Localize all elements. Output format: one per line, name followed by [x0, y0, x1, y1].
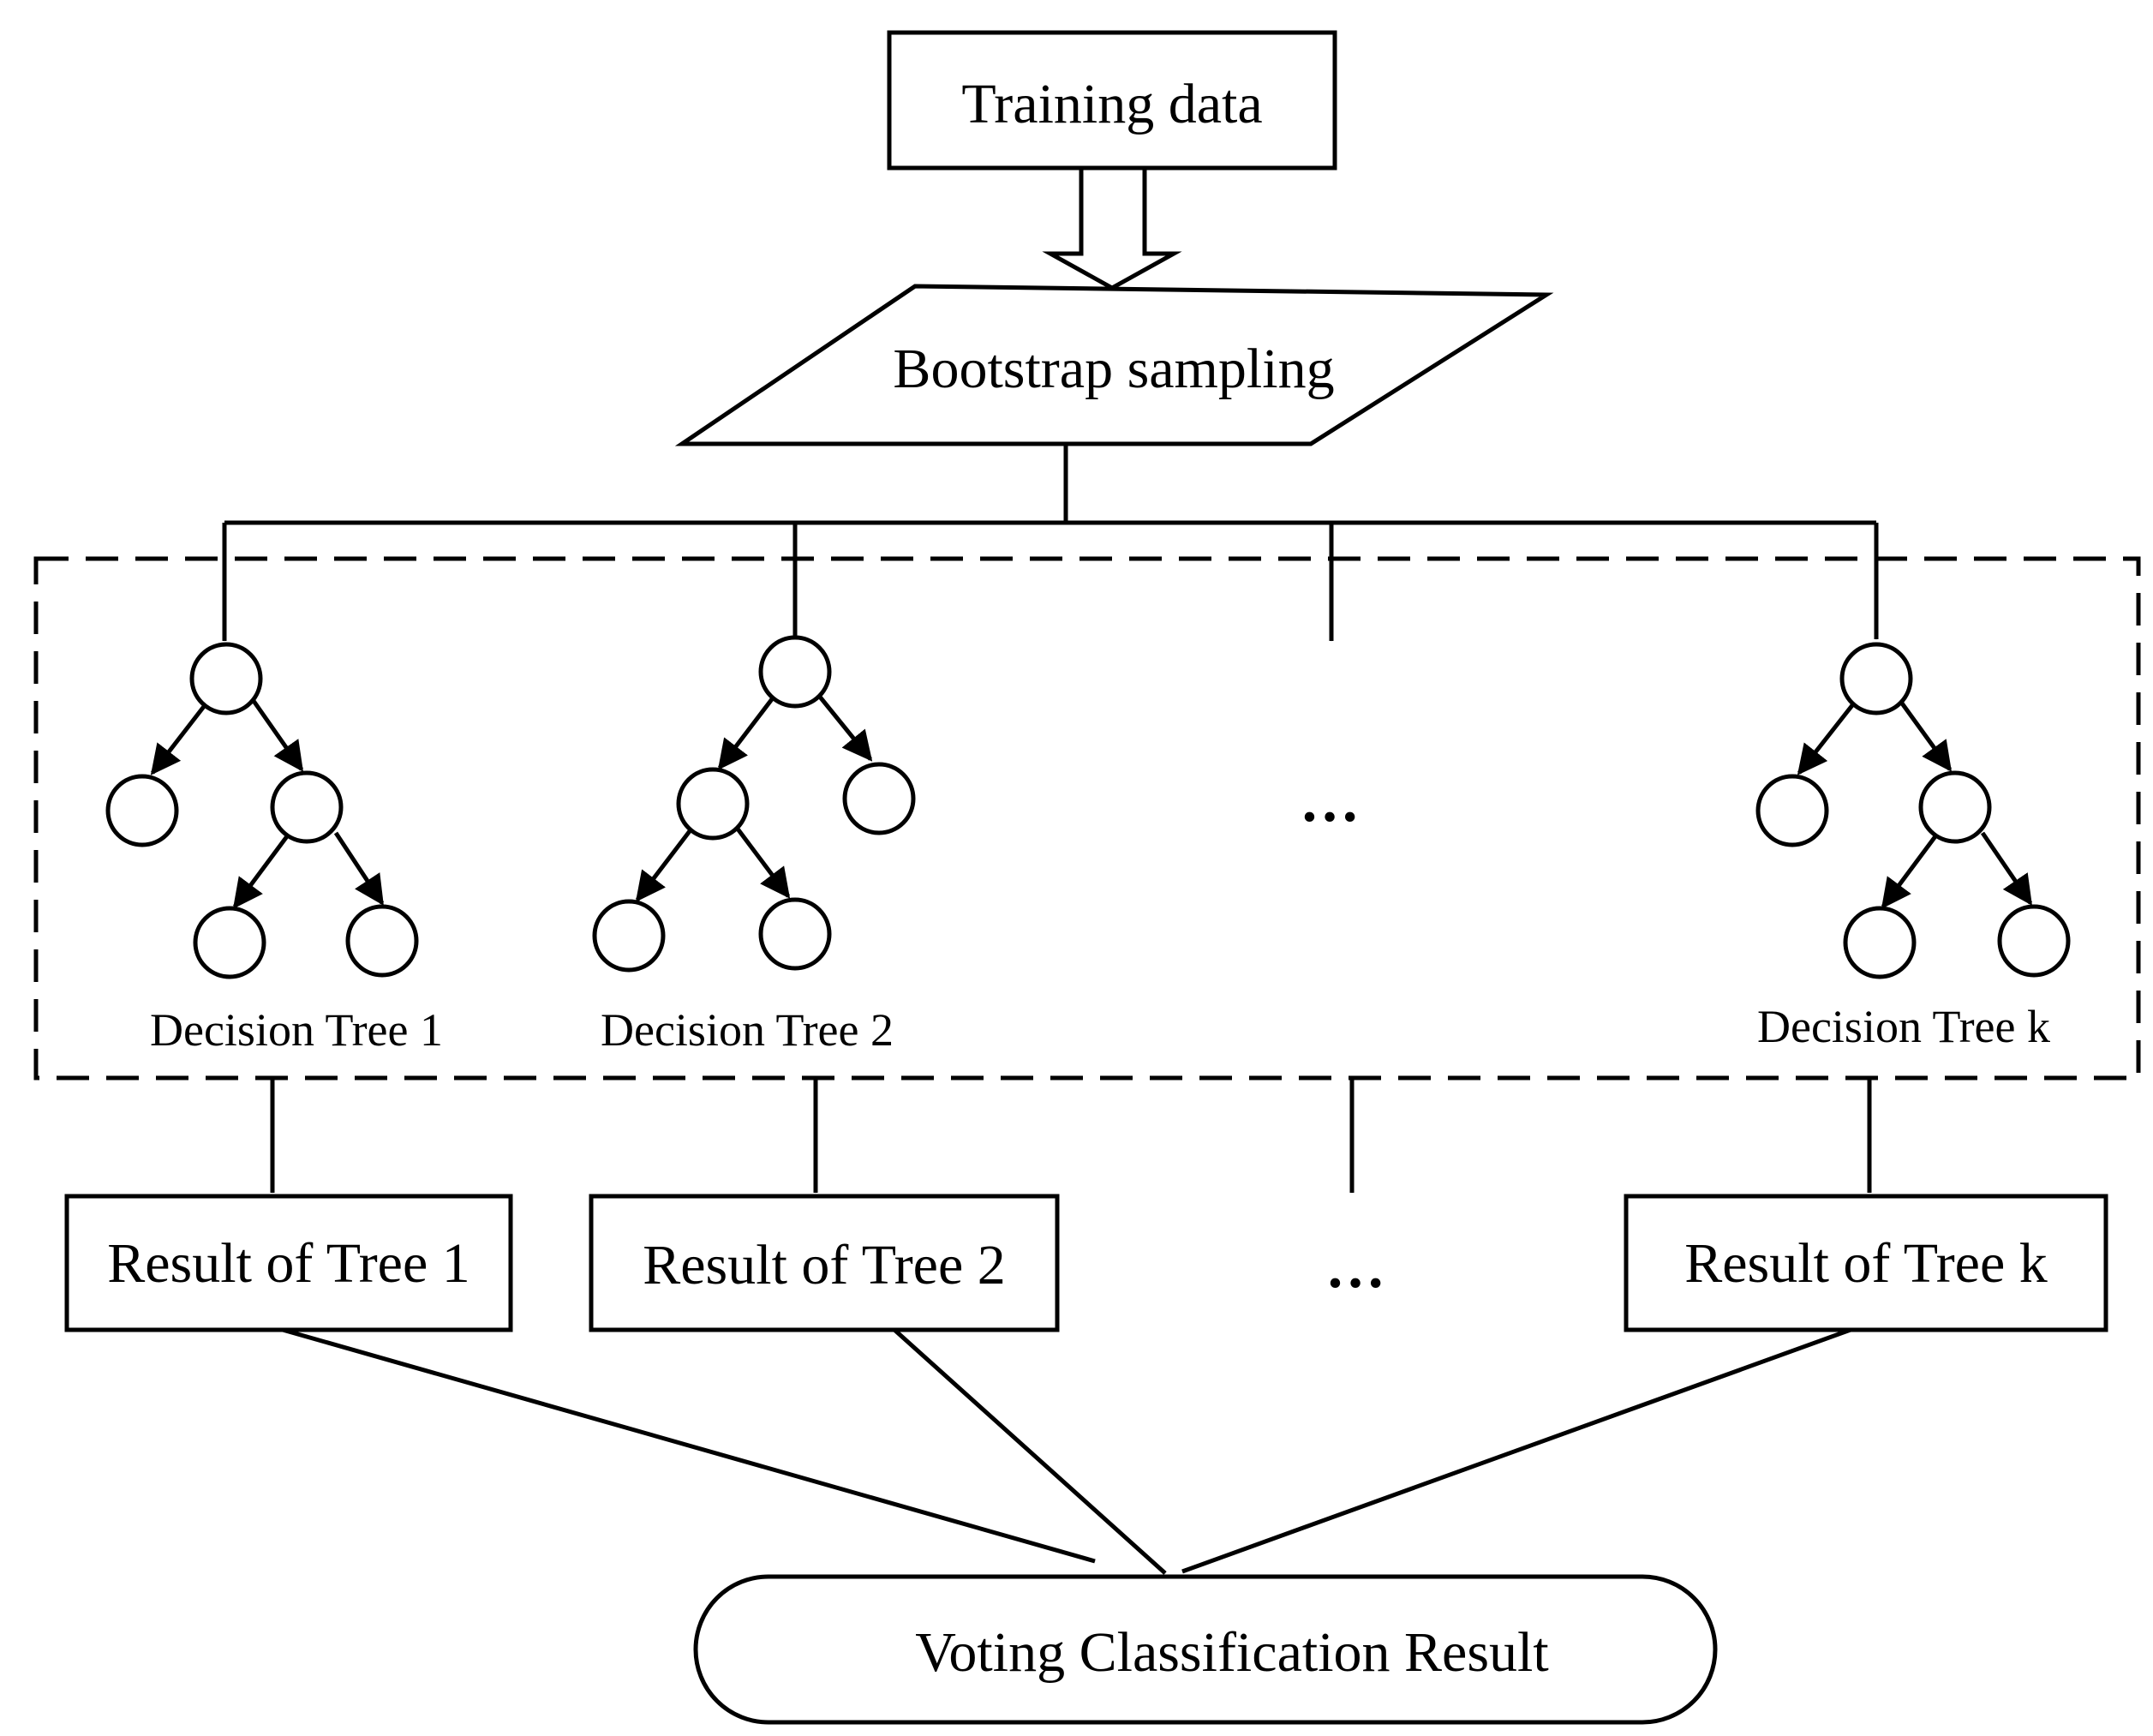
forest-container: [33, 556, 2141, 1081]
bootstrap-sampling-node: Bootstrap sampling: [674, 284, 1554, 446]
voting-arrows: [282, 1327, 1851, 1575]
decision-tree-1: Decision Tree 1: [105, 642, 443, 1056]
hollow-down-arrow: [1042, 170, 1182, 290]
training-data-node: Training data: [887, 30, 1337, 171]
decision-tree-1-label: Decision Tree 1: [150, 1004, 443, 1056]
decision-tree-2-label: Decision Tree 2: [601, 1004, 894, 1056]
results-ellipsis: …: [1325, 1235, 1385, 1301]
training-data-label: Training data: [961, 73, 1262, 135]
decision-tree-k: Decision Tree k: [1755, 642, 2071, 1052]
bootstrap-sampling-label: Bootstrap sampling: [893, 338, 1334, 400]
result-tree-k-label: Result of Tree k: [1684, 1232, 2048, 1295]
result-arrows: [270, 1080, 1872, 1194]
distribution-connectors: [222, 446, 1879, 642]
result-tree-k-node: Result of Tree k: [1624, 1194, 2108, 1332]
decision-tree-2: Decision Tree 2: [592, 635, 916, 1056]
result-tree-2-label: Result of Tree 2: [643, 1234, 1006, 1296]
decision-tree-k-label: Decision Tree k: [1757, 1001, 2050, 1052]
voting-result-label: Voting Classification Result: [915, 1621, 1548, 1684]
result-tree-2-node: Result of Tree 2: [589, 1194, 1060, 1332]
trees-ellipsis: …: [1300, 769, 1360, 835]
result-tree-1-label: Result of Tree 1: [107, 1232, 470, 1295]
result-tree-1-node: Result of Tree 1: [64, 1194, 513, 1332]
voting-result-node: Voting Classification Result: [693, 1574, 1718, 1725]
